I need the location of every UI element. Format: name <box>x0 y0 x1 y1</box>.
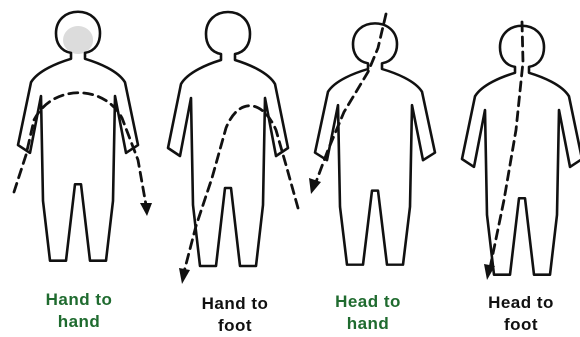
arrowhead-icon <box>140 203 152 216</box>
figure-hand-to-hand <box>14 12 152 261</box>
arrowhead-icon <box>309 178 321 194</box>
figure-hand-to-foot <box>168 12 298 284</box>
caption-head-to-hand: Head to hand <box>313 291 423 335</box>
arrowhead-icon <box>179 268 190 284</box>
figure-head-to-hand <box>309 14 435 265</box>
caption-line-1: Hand to <box>180 293 290 315</box>
caption-hand-to-hand: Hand to hand <box>24 289 134 333</box>
caption-head-to-foot: Head to foot <box>466 292 576 336</box>
caption-line-2: hand <box>24 311 134 333</box>
caption-line-2: foot <box>180 315 290 337</box>
caption-line-1: Head to <box>313 291 423 313</box>
caption-line-1: Head to <box>466 292 576 314</box>
caption-line-2: foot <box>466 314 576 336</box>
caption-line-2: hand <box>313 313 423 335</box>
caption-line-1: Hand to <box>24 289 134 311</box>
figure-head-to-foot <box>462 22 580 280</box>
caption-hand-to-foot: Hand to foot <box>180 293 290 337</box>
